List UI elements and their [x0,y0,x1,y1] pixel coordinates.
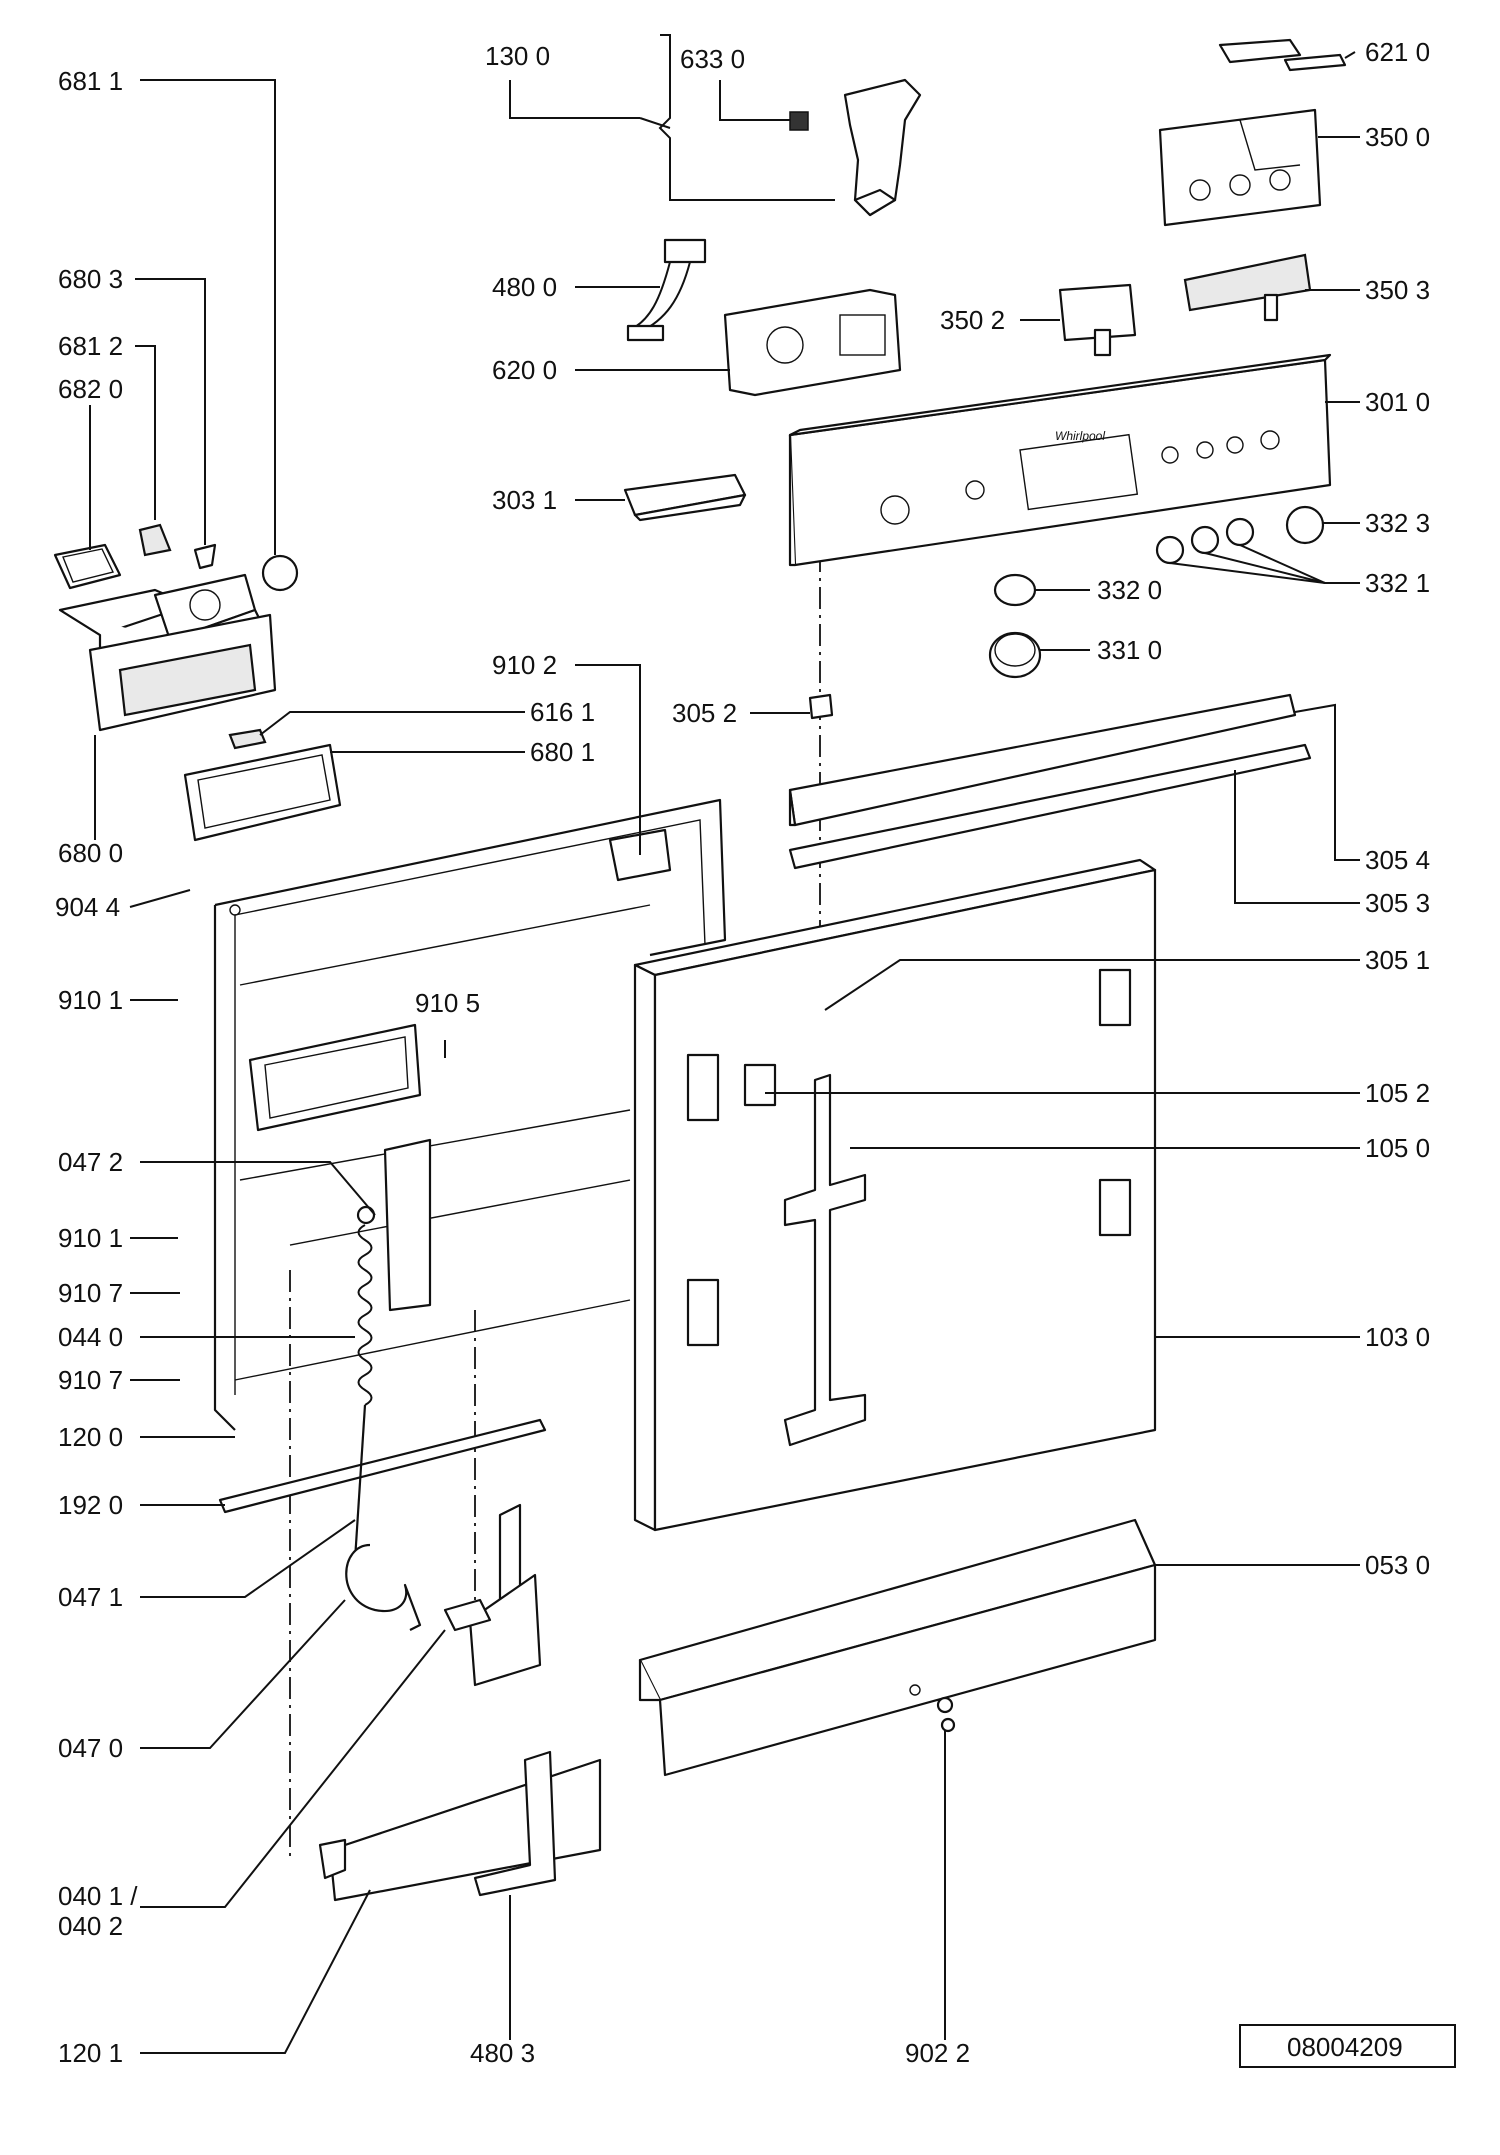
label-910-1-b: 910 1 [58,1223,123,1253]
label-910-2: 910 2 [492,650,557,680]
label-910-7-b: 910 7 [58,1365,123,1395]
part-480-3-bracket [473,1750,557,1897]
part-680-1-seal [183,743,342,842]
part-633-0-bracket [789,78,922,217]
part-305-3-strip [788,743,1312,870]
part-192-0-strip [218,1418,547,1514]
part-680-0-dispenser [58,573,277,732]
label-680-3: 680 3 [58,264,123,294]
label-681-2: 681 2 [58,331,123,361]
part-044-0-spring [356,1205,376,1406]
label-902-2: 902 2 [905,2038,970,2068]
part-480-0-wiring [626,238,707,342]
label-633-0: 633 0 [680,44,745,74]
part-332-3-knob [1285,505,1325,545]
brand-logo: Whirlpool [1055,429,1105,443]
part-120-1-rail [318,1758,602,1902]
label-910-1-a: 910 1 [58,985,123,1015]
label-681-1: 681 1 [58,66,123,96]
document-number: 08004209 [1287,2032,1403,2062]
leader-lines [89,34,1360,2054]
part-621-0-board [1218,38,1347,72]
label-616-1: 616 1 [530,697,595,727]
part-303-1-bar [623,473,747,522]
part-350-2-switch [1058,283,1137,357]
label-303-1: 303 1 [492,485,557,515]
label-620-0: 620 0 [492,355,557,385]
part-105-0-plate [743,1063,867,1447]
label-332-0: 332 0 [1097,575,1162,605]
label-910-7-a: 910 7 [58,1278,123,1308]
label-350-2: 350 2 [940,305,1005,335]
label-047-0: 047 0 [58,1733,123,1763]
label-305-1: 305 1 [1365,945,1430,975]
label-480-3: 480 3 [470,2038,535,2068]
label-105-2: 105 2 [1365,1078,1430,1108]
label-053-0: 053 0 [1365,1550,1430,1580]
label-332-3: 332 3 [1365,508,1430,538]
label-680-1: 680 1 [530,737,595,767]
label-120-0: 120 0 [58,1422,123,1452]
part-682-0-gasket [53,543,122,590]
part-040-1-hinge [443,1503,542,1687]
part-301-0-control-panel: Whirlpool [788,353,1332,567]
part-350-3-board [1183,253,1312,322]
label-305-4: 305 4 [1365,845,1430,875]
label-040-1: 040 1 / [58,1881,138,1911]
part-103-0-door-panel [633,858,1157,1532]
label-910-5: 910 5 [415,988,480,1018]
label-350-0: 350 0 [1365,122,1430,152]
label-621-0: 621 0 [1365,37,1430,67]
label-331-0: 331 0 [1097,635,1162,665]
part-047-0-hook [345,1543,422,1631]
label-047-1: 047 1 [58,1582,123,1612]
label-332-1: 332 1 [1365,568,1430,598]
label-044-0: 044 0 [58,1322,123,1352]
document-number-box: 08004209 [1239,2024,1456,2068]
part-616-1 [228,728,267,750]
label-904-4: 904 4 [55,892,120,922]
part-681-1-cap [261,554,299,592]
label-105-0: 105 0 [1365,1133,1430,1163]
label-120-1: 120 1 [58,2038,123,2068]
part-681-2 [138,523,172,557]
part-332-1-knobs [1155,517,1255,565]
part-350-0-control-board [1158,108,1322,227]
label-480-0: 480 0 [492,272,557,302]
part-120-0-inner-door [213,798,727,1431]
part-620-0-module [723,288,902,397]
part-053-0-kickplate [638,1518,1157,1777]
label-350-3: 350 3 [1365,275,1430,305]
part-680-3 [193,543,217,570]
label-047-2: 047 2 [58,1147,123,1177]
part-331-0-knob [988,631,1042,679]
label-305-3: 305 3 [1365,888,1430,918]
label-682-0: 682 0 [58,374,123,404]
label-305-2: 305 2 [672,698,737,728]
part-number-labels: 681 1 680 3 681 2 682 0 130 0 633 0 480 … [55,37,1430,2068]
label-192-0: 192 0 [58,1490,123,1520]
part-332-0-knob [993,573,1037,607]
label-680-0: 680 0 [58,838,123,868]
label-130-0: 130 0 [485,41,550,71]
label-301-0: 301 0 [1365,387,1430,417]
part-902-2-screw [936,1696,956,1733]
part-305-4-rail [788,693,1297,827]
label-103-0: 103 0 [1365,1322,1430,1352]
part-305-2-clip [808,693,834,720]
part-047-1-rod [353,1404,367,1561]
label-040-2: 040 2 [58,1911,123,1941]
